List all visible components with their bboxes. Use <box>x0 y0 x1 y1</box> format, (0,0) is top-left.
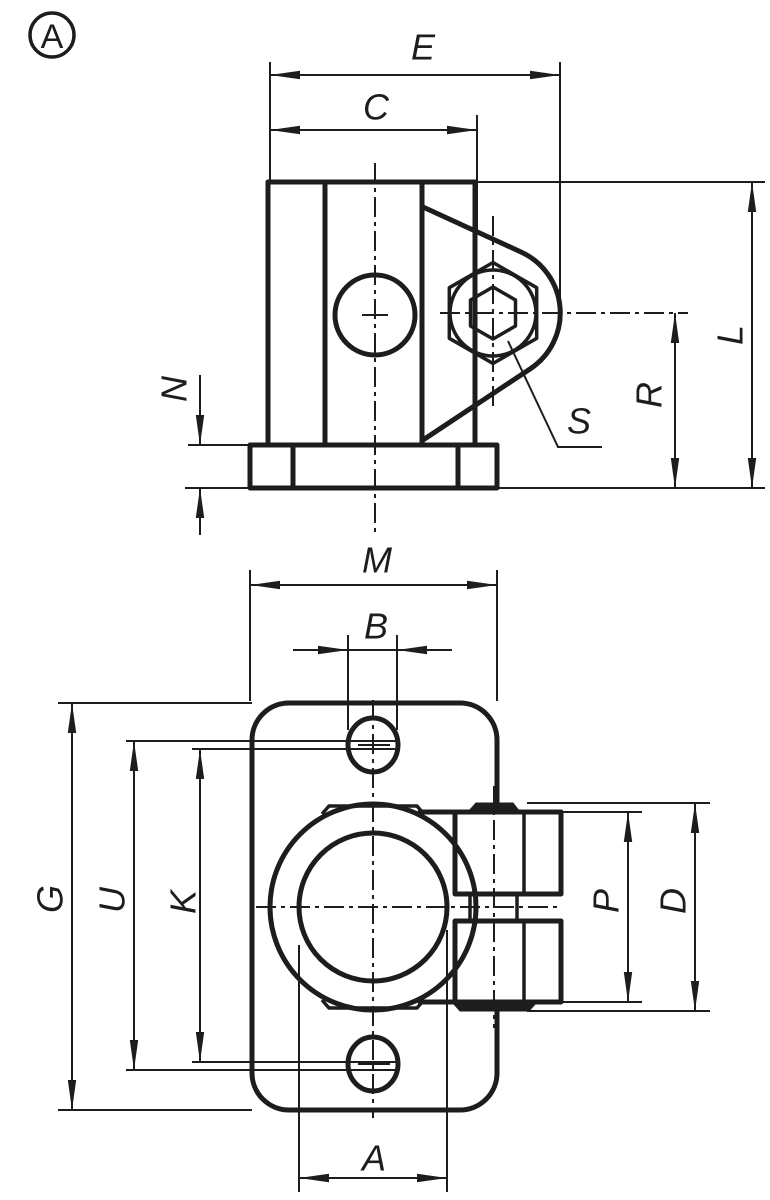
hex-chamfer-circle <box>448 268 538 358</box>
dim-G-label: G <box>30 885 71 913</box>
clamp-lug <box>417 802 564 1012</box>
dim-K-label: K <box>163 888 204 914</box>
dim-L: L <box>710 182 757 488</box>
dim-A-extensions <box>298 930 448 1192</box>
dim-D-label: D <box>653 888 694 914</box>
dim-R: R <box>629 313 680 488</box>
dim-R-label: R <box>629 382 670 408</box>
dim-B: B <box>293 606 452 730</box>
dim-L-label: L <box>710 325 751 345</box>
dim-B-label: B <box>364 606 388 647</box>
dim-E-label: E <box>411 27 436 68</box>
clamp-lobe <box>420 204 563 443</box>
mounting-hole-top <box>345 715 401 775</box>
dim-N-label: N <box>154 375 195 402</box>
dim-A: A <box>298 930 448 1192</box>
cross-hole <box>332 272 418 358</box>
mounting-hole-bottom <box>345 1034 401 1094</box>
bottom-view: M B G U K A <box>30 540 710 1192</box>
dim-A-label: A <box>360 1138 386 1179</box>
dim-C-label: C <box>363 87 390 128</box>
dim-P-label: P <box>586 889 627 913</box>
hex-nut-outline <box>447 260 539 366</box>
dim-C: C <box>270 87 478 232</box>
hole-center-ticks <box>358 744 390 1065</box>
dim-D-extensions <box>527 802 710 1012</box>
dim-E: E <box>269 27 561 302</box>
slot-screw-edges <box>468 894 519 921</box>
clamp-bore-circle <box>296 830 450 984</box>
view-label-badge: A <box>28 11 76 59</box>
mounting-plate-outline <box>249 700 500 1113</box>
dim-G: G <box>30 702 252 1111</box>
clamp-boss-circle <box>267 801 479 1013</box>
view-label-circle <box>28 11 76 59</box>
base-flange-edges <box>290 442 461 491</box>
dim-M: M <box>249 540 498 701</box>
dim-E-extensions <box>269 62 561 302</box>
hex-socket <box>468 285 518 341</box>
dim-G-extensions <box>58 702 252 1111</box>
dim-M-label: M <box>362 540 392 581</box>
view-label-text: A <box>41 18 64 56</box>
dim-K-extensions <box>192 748 396 1063</box>
callout-S-leader <box>507 340 602 448</box>
dim-P: P <box>563 811 642 1003</box>
dim-K: K <box>163 748 396 1063</box>
top-view: E C L R N S <box>154 27 765 535</box>
callout-S-label: S <box>567 401 591 442</box>
dim-U: U <box>92 740 396 1071</box>
lug-bottom-chamfer <box>450 1001 539 1012</box>
lug-lower-half <box>417 918 564 1005</box>
base-flange-outline <box>247 442 500 491</box>
dim-U-label: U <box>92 886 133 913</box>
dim-D: D <box>527 802 710 1012</box>
dim-M-extensions <box>249 570 498 701</box>
dim-N: N <box>154 375 250 535</box>
lug-top-chamfer <box>466 802 522 813</box>
body-edge-lines <box>322 179 425 448</box>
dim-U-extensions <box>126 740 396 1071</box>
callout-S: S <box>507 340 602 448</box>
